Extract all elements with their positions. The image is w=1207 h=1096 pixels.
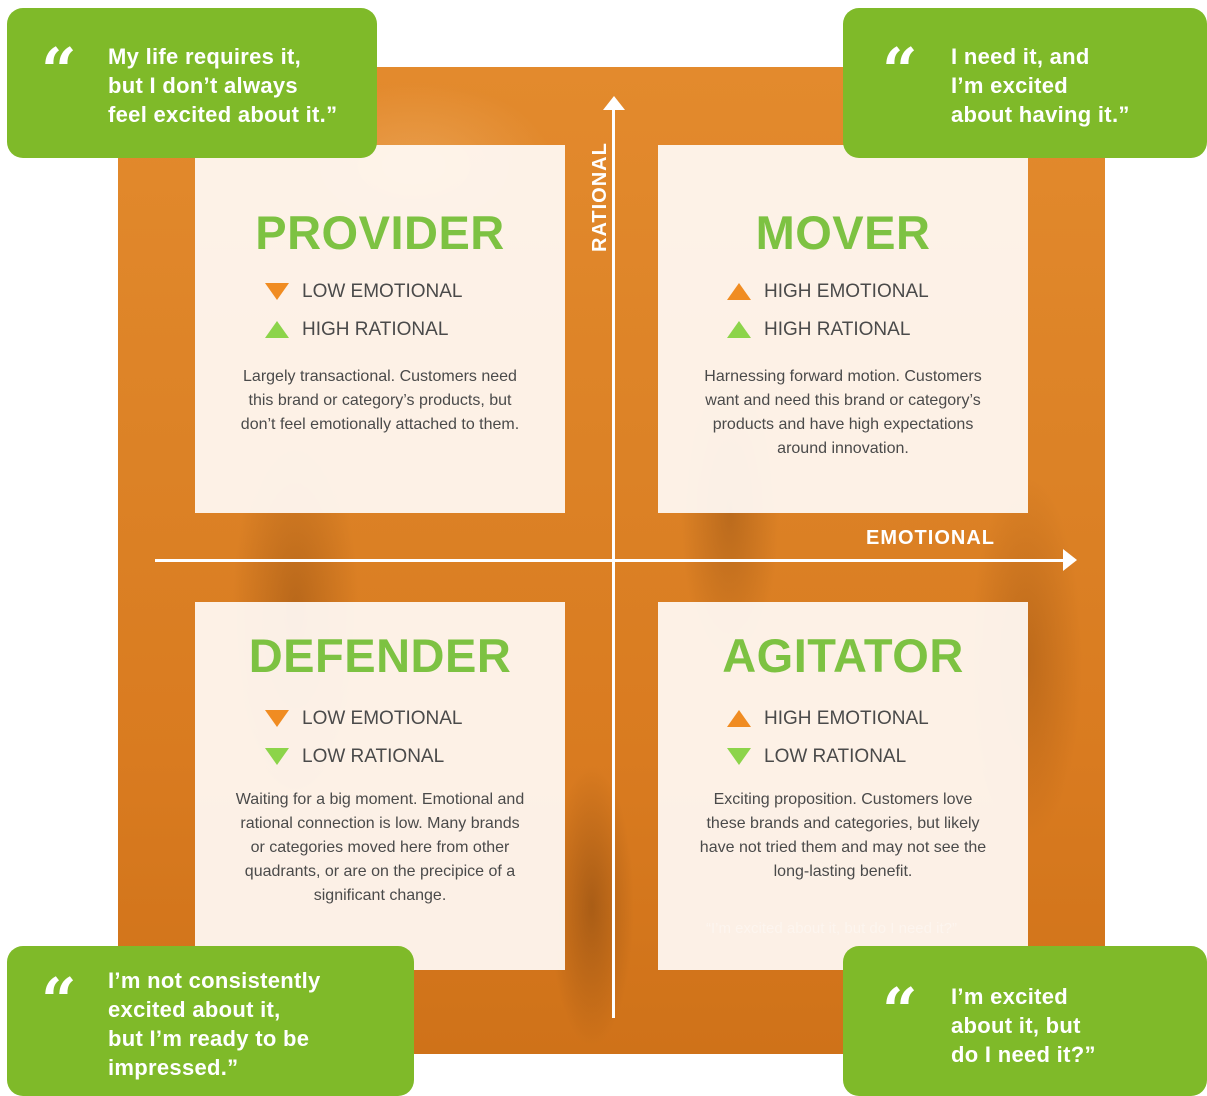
provider-emotional-label: LOW EMOTIONAL [302, 281, 463, 302]
provider-title: PROVIDER [255, 206, 505, 259]
emotional-axis-label: EMOTIONAL [866, 527, 995, 549]
agitator-rational-indicator: LOW RATIONAL [658, 740, 1028, 778]
quote-top-left: “ My life requires it, but I don’t alway… [7, 8, 377, 158]
quote-mark-icon: “ [882, 974, 918, 1047]
defender-title: DEFENDER [248, 629, 512, 682]
rational-axis-label: RATIONAL [589, 142, 611, 252]
down-triangle-icon [265, 710, 289, 727]
quote-bottom-left: “ I’m not consistently excited about it,… [7, 946, 414, 1096]
quote-bottom-right: “ I’m excited about it, but do I need it… [843, 946, 1207, 1096]
quote-top-right: “ I need it, and I’m excited about havin… [843, 8, 1207, 158]
quote-bottom-right-text: I’m excited about it, but do I need it?” [951, 984, 1096, 1067]
provider-rational-indicator: HIGH RATIONAL [195, 313, 565, 351]
right-arrow-icon [1063, 549, 1077, 571]
defender-rational-label: LOW RATIONAL [302, 746, 445, 767]
down-triangle-icon [265, 283, 289, 300]
agitator-description: Exciting proposition. Customers love the… [699, 791, 987, 880]
provider-rational-label: HIGH RATIONAL [302, 319, 449, 340]
defender-description: Waiting for a big moment. Emotional and … [235, 791, 525, 904]
quote-mark-icon: “ [41, 964, 77, 1037]
defender-emotional-label: LOW EMOTIONAL [302, 708, 463, 729]
up-triangle-icon [727, 283, 751, 300]
mover-rational-label: HIGH RATIONAL [764, 319, 911, 340]
provider-card: PROVIDER LOW EMOTIONAL HIGH RATIONAL Lar… [195, 145, 565, 513]
down-triangle-icon [265, 748, 289, 765]
emotional-axis-line [155, 559, 1067, 562]
mover-title: MOVER [755, 206, 931, 259]
mover-description: Harnessing forward motion. Customers wan… [704, 368, 982, 457]
mover-card: MOVER HIGH EMOTIONAL HIGH RATIONAL Harne… [658, 145, 1028, 513]
agitator-emotional-label: HIGH EMOTIONAL [764, 708, 929, 729]
mover-emotional-indicator: HIGH EMOTIONAL [658, 275, 1028, 313]
quote-mark-icon: “ [882, 34, 918, 107]
down-triangle-icon [727, 748, 751, 765]
quote-top-left-text: My life requires it, but I don’t always … [108, 44, 338, 127]
agitator-card: AGITATOR HIGH EMOTIONAL LOW RATIONAL Exc… [658, 602, 1028, 970]
defender-rational-indicator: LOW RATIONAL [195, 740, 565, 778]
defender-card: DEFENDER LOW EMOTIONAL LOW RATIONAL Wait… [195, 602, 565, 970]
defender-emotional-indicator: LOW EMOTIONAL [195, 702, 565, 740]
up-triangle-icon [265, 321, 289, 338]
agitator-emotional-indicator: HIGH EMOTIONAL [658, 702, 1028, 740]
up-triangle-icon [727, 321, 751, 338]
mover-emotional-label: HIGH EMOTIONAL [764, 281, 929, 302]
quote-bottom-left-text: I’m not consistently excited about it, b… [108, 968, 321, 1080]
provider-description: Largely transactional. Customers need th… [240, 368, 520, 433]
up-arrow-icon [603, 96, 625, 110]
provider-emotional-indicator: LOW EMOTIONAL [195, 275, 565, 313]
mover-rational-indicator: HIGH RATIONAL [658, 313, 1028, 351]
up-triangle-icon [727, 710, 751, 727]
agitator-rational-label: LOW RATIONAL [764, 746, 907, 767]
faded-quote-text: “I’m excited about it, but do I need it?… [706, 920, 957, 937]
agitator-title: AGITATOR [722, 629, 964, 682]
quote-mark-icon: “ [41, 34, 77, 107]
rational-axis-line [612, 108, 615, 1018]
quote-top-right-text: I need it, and I’m excited about having … [951, 44, 1130, 127]
